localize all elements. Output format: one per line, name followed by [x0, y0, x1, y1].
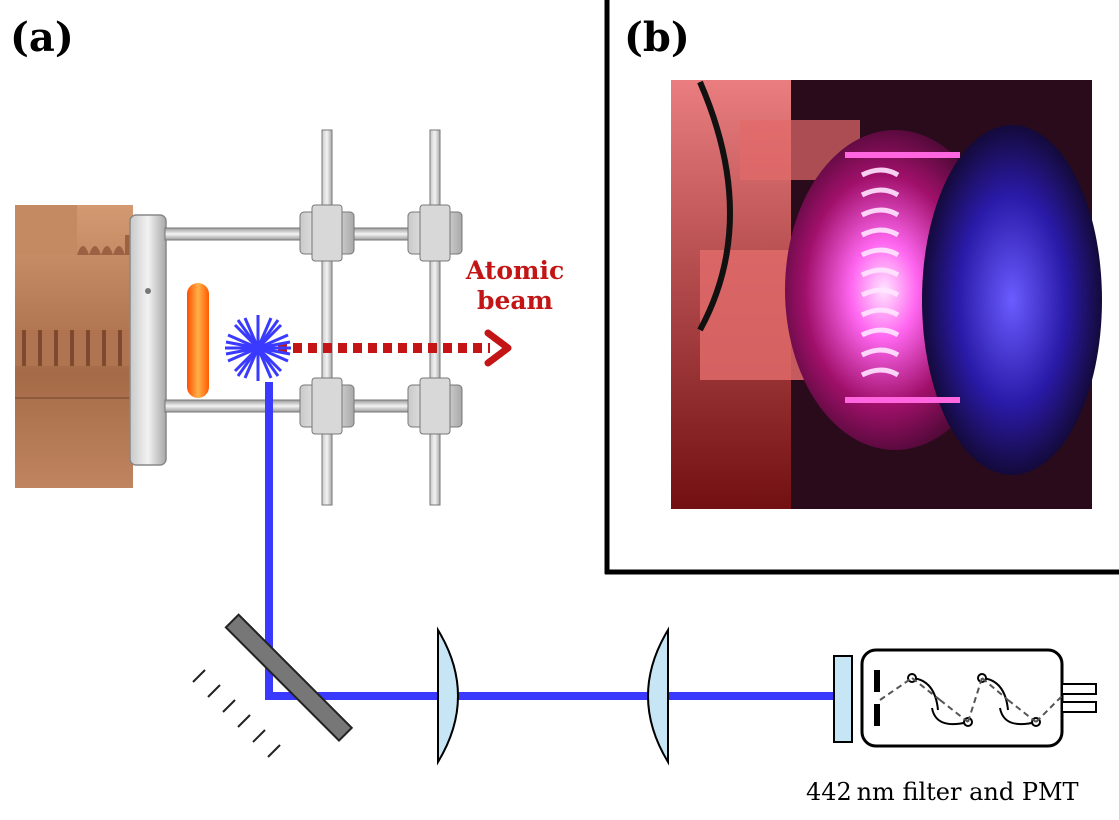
panel-a-label: (a) — [10, 14, 74, 61]
atomic-beam-label: Atomic beam — [453, 256, 577, 316]
panel-b-label: (b) — [624, 14, 690, 61]
panel-b-frame — [604, 0, 1119, 575]
detector-caption: 442 nm filter and PMT — [806, 778, 1079, 806]
aperture-plate-1 — [299, 129, 355, 506]
mirror — [192, 613, 354, 758]
atomic-beam-label-line2: beam — [476, 286, 554, 315]
pmt-tube — [860, 648, 1097, 748]
lens-1 — [437, 626, 459, 766]
aperture-plate-2 — [407, 129, 463, 506]
interference-filter — [833, 655, 853, 743]
steel-flange — [129, 214, 167, 466]
atomic-beam-arrow — [278, 329, 512, 367]
oven-glow — [187, 283, 209, 398]
oven-photograph — [671, 80, 1102, 509]
lens-2 — [647, 626, 669, 766]
atomic-beam-label-line1: Atomic — [465, 256, 565, 285]
copper-block — [15, 205, 133, 488]
fluorescence-burst — [225, 315, 291, 381]
